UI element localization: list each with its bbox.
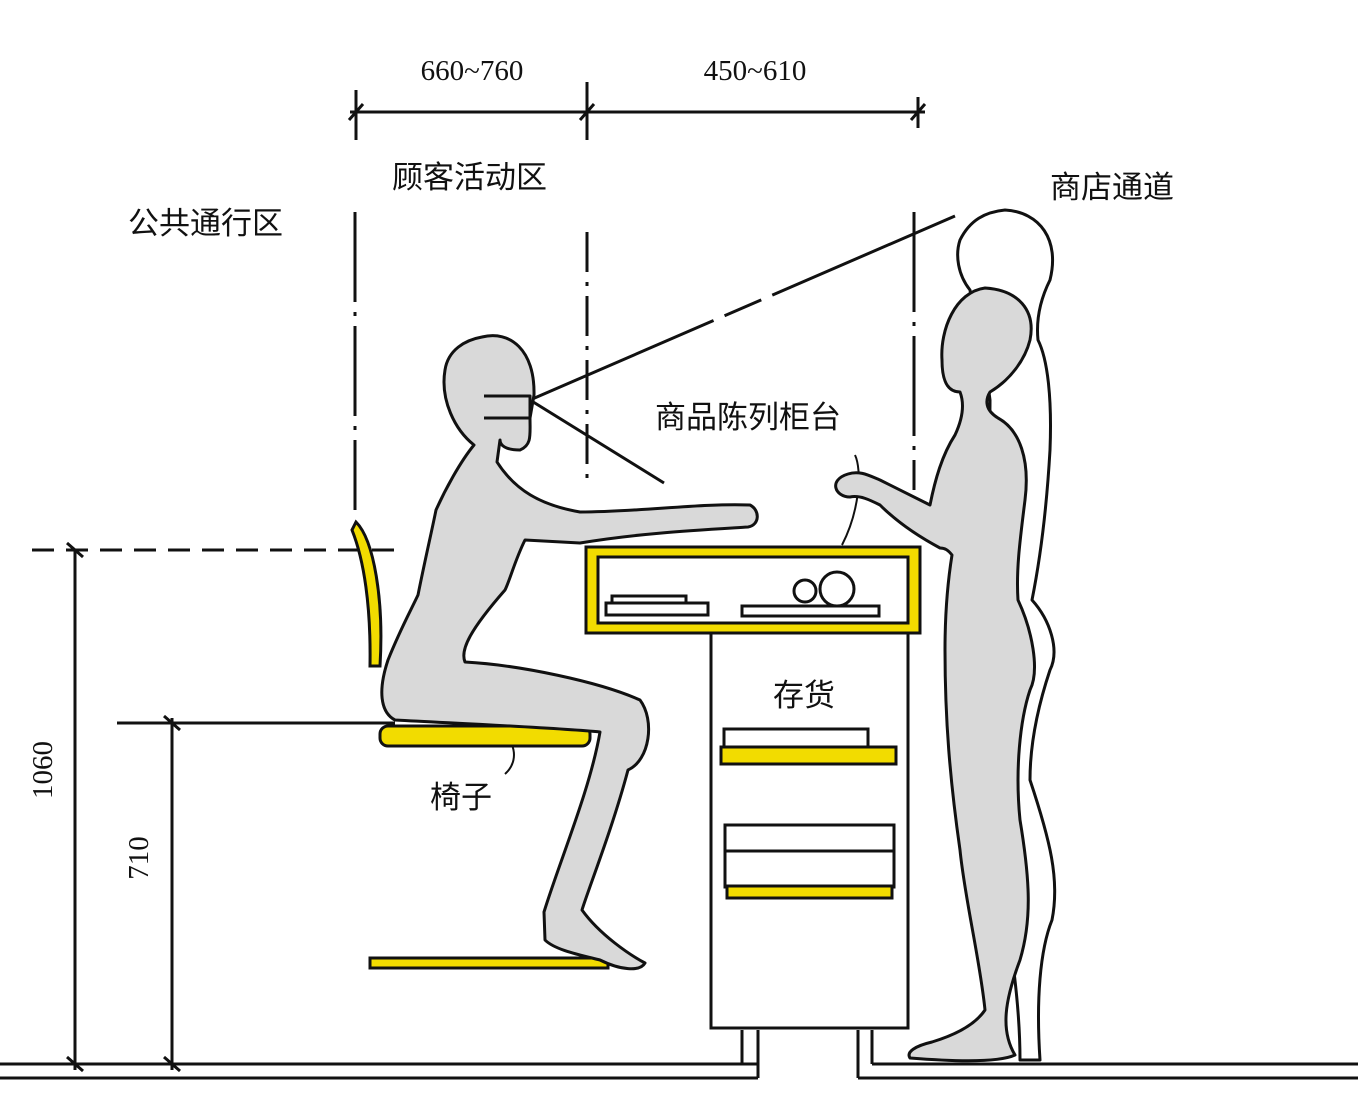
label-display-counter: 商品陈列柜台 [655,400,841,436]
downward-sight-line [529,398,665,485]
label-storage: 存货 [773,678,835,714]
label-chair: 椅子 [430,780,492,816]
dimension-660-760: 660~760 [421,55,524,87]
counter-leader-line [841,454,860,546]
chair-footrest [368,956,610,970]
storage-shelf-1 [719,745,898,766]
dimension-450-610: 450~610 [704,55,807,87]
top-dimension-line [347,82,927,140]
label-customer-area: 顾客活动区 [392,160,547,196]
sight-line [529,214,956,402]
storage-shelf-2 [725,884,894,900]
chair-backrest [350,519,383,668]
label-public-area: 公共通行区 [128,206,283,242]
chair [350,519,610,970]
display-counter [584,545,922,1030]
standing-salesperson-figure [834,286,1036,1063]
height-dimension-lines [32,541,402,1073]
floor [0,1030,1358,1080]
chair-leader-line [504,744,515,775]
seated-customer-figure [380,334,759,971]
dimension-1060: 1060 [27,741,59,799]
label-store-aisle: 商店通道 [1050,170,1174,206]
dimension-710: 710 [123,836,155,880]
